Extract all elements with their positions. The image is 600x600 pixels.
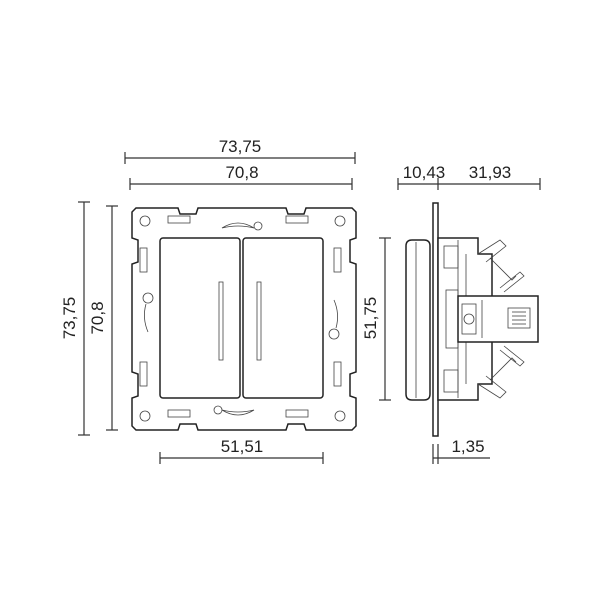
screw-slot-right [328,328,340,340]
corner-hole [139,410,151,422]
label-width-outer: 73,75 [219,137,262,156]
corner-hole [334,215,346,227]
rocker-key-left [159,237,241,399]
side-terminal-details [461,300,531,338]
screw-slot-bottom [221,409,255,416]
screw-slot-left [142,292,154,304]
screw-slot-top [253,221,263,231]
dim-height-outer: 73,75 [60,201,90,436]
corner-hole [334,410,346,422]
label-height-inner: 70,8 [88,301,107,334]
label-width-keys: 51,51 [221,437,264,456]
indicator-window-left [218,281,224,361]
dim-plate-thickness: 1,35 [432,437,490,464]
dim-width-outer: 73,75 [124,137,356,164]
screw-slot-right [333,299,338,329]
screw-slot-left [144,303,149,333]
dim-width-inner: 70,8 [129,163,353,190]
dim-height-inner: 70,8 [88,205,118,431]
dim-depth: 10,43 31,93 [397,163,541,190]
dim-height-body: 51,75 [361,237,391,401]
frame-claws [139,215,342,418]
indicator-window-right [256,281,262,361]
side-terminal-block [457,295,539,343]
corner-hole [139,215,151,227]
side-rocker-profile [405,239,431,401]
front-view: 73,75 70,8 73,75 70,8 [60,137,357,464]
label-plate-thickness: 1,35 [451,437,484,456]
label-height-body: 51,75 [361,297,380,340]
screw-slot-top [221,222,255,229]
rocker-key-right [242,237,324,399]
dim-width-keys: 51,51 [159,437,324,464]
label-width-inner: 70,8 [225,163,258,182]
label-height-outer: 73,75 [60,297,79,340]
side-view: 10,43 31,93 51,75 [361,163,541,464]
side-spring-clips [477,239,525,399]
label-depth-rear: 31,93 [469,163,512,182]
screw-slot-bottom [213,405,223,415]
label-depth-front: 10,43 [403,163,446,182]
